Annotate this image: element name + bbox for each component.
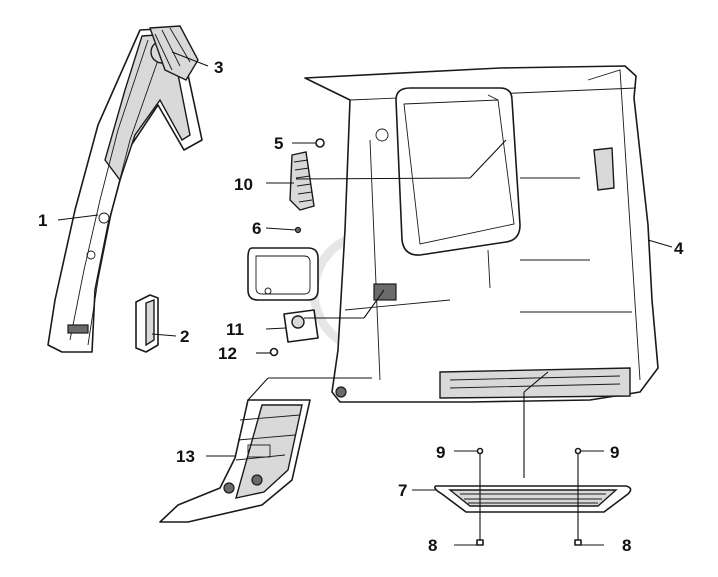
part-screw [269, 347, 279, 357]
callout-8-left: 8 [428, 536, 437, 555]
part-clip-trim [135, 294, 159, 353]
part-fastener-dot [294, 226, 302, 234]
callout-9-right: 9 [610, 443, 619, 462]
callout-4: 4 [674, 239, 684, 258]
callout-12: 12 [218, 344, 237, 363]
callout-2: 2 [180, 327, 189, 346]
callout-7: 7 [398, 481, 407, 500]
callout-3: 3 [214, 58, 223, 77]
part-floor-tray [434, 485, 632, 513]
callout-5: 5 [274, 134, 283, 153]
callout-1: 1 [38, 211, 47, 230]
part-lower-trim [159, 399, 311, 523]
callout-10: 10 [234, 175, 253, 194]
part-rear-wall-panel [304, 65, 659, 403]
part-switch-block [283, 309, 319, 343]
part-rounded-panel [247, 247, 319, 301]
part-pin [315, 138, 325, 148]
callout-labels: 1 2 3 4 5 6 10 11 12 13 7 9 9 8 8 [38, 58, 684, 555]
callout-6: 6 [252, 219, 261, 238]
callout-8-right: 8 [622, 536, 631, 555]
callout-11: 11 [226, 320, 244, 339]
part-ribbed-cover [289, 151, 315, 211]
callout-9-left: 9 [436, 443, 445, 462]
callout-13: 13 [176, 447, 195, 466]
leader-lines [57, 51, 673, 546]
